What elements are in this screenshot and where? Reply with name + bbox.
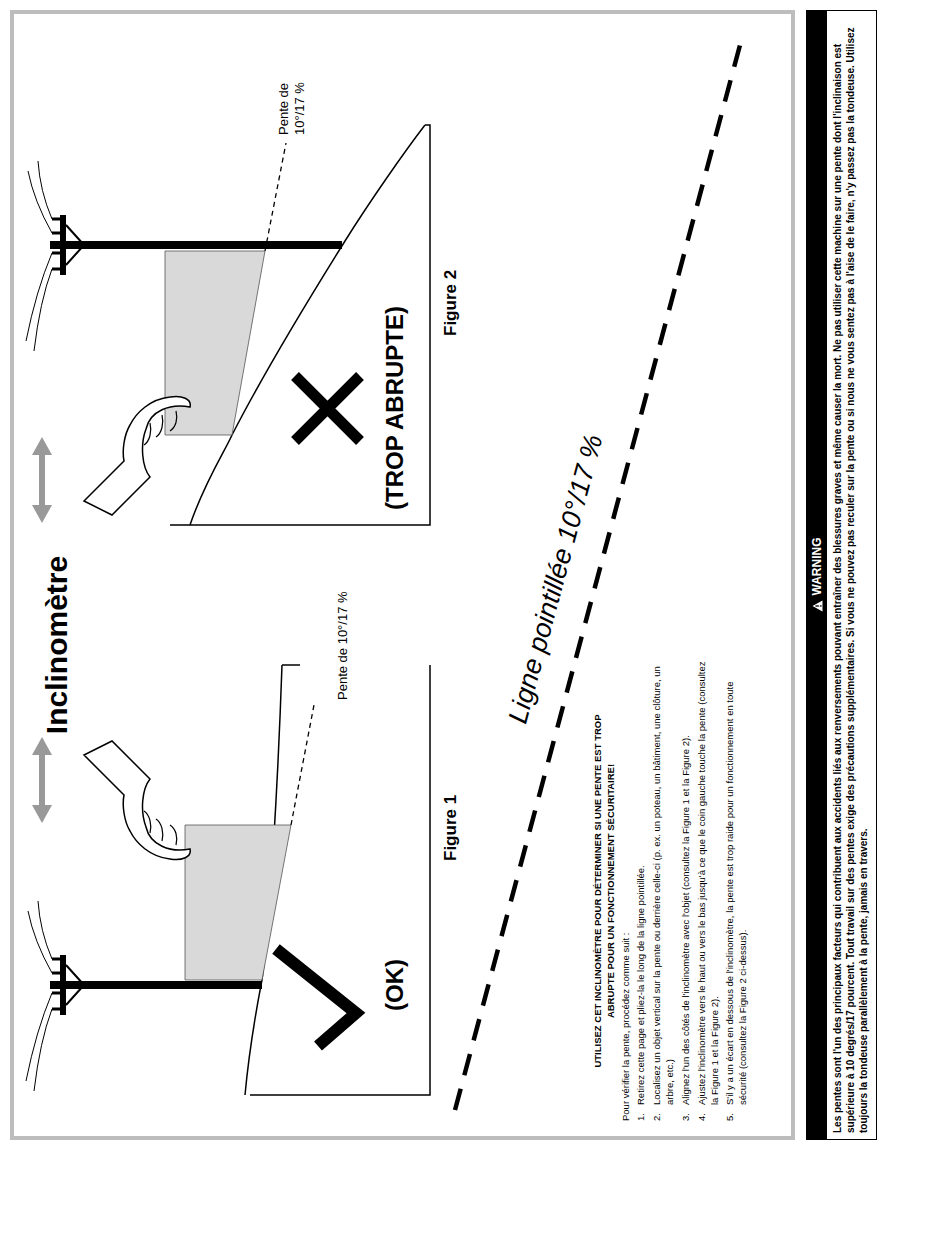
inclinometer-page bbox=[185, 825, 291, 980]
step-text: Alignez l'un des côtés de l'inclinomètre… bbox=[680, 661, 693, 1105]
step-number: 4. bbox=[696, 1105, 722, 1121]
insulators bbox=[52, 959, 60, 1009]
brace bbox=[66, 965, 84, 1005]
step-text: S'il y a un écart en dessous de l'inclin… bbox=[724, 661, 750, 1105]
hand bbox=[84, 396, 190, 515]
hand bbox=[84, 741, 190, 860]
step-text: Retirez cette page et pliez-la le long d… bbox=[635, 661, 648, 1105]
warning-title: WARNING bbox=[810, 538, 824, 596]
slope-dash bbox=[291, 705, 314, 825]
instructions: UTILISEZ CET INCLINOMÈTRE POUR DÉTERMINE… bbox=[592, 661, 750, 1121]
step-row: 4.Ajustez l'inclinomètre vers le haut ou… bbox=[696, 661, 722, 1121]
warning-triangle bbox=[812, 601, 823, 613]
warning-header: WARNING bbox=[807, 11, 827, 1139]
step-number: 3. bbox=[680, 1105, 693, 1121]
warning-text: Les pentes sont l'un des principaux fact… bbox=[827, 11, 876, 1139]
step-text: Ajustez l'inclinomètre vers le haut ou v… bbox=[696, 661, 722, 1105]
slope-label: Pente de 10°/17 % bbox=[276, 71, 309, 135]
figure-caption: Figure 1 bbox=[440, 795, 461, 861]
figure-frame bbox=[282, 664, 300, 666]
step-row: 1.Retirez cette page et pliez-la le long… bbox=[635, 661, 648, 1121]
wires bbox=[26, 161, 52, 351]
move-arrow bbox=[32, 737, 52, 823]
result-label: (TROP ABRUPTE) bbox=[380, 306, 410, 510]
brace bbox=[66, 225, 84, 265]
x-mark bbox=[295, 376, 360, 441]
crossarm bbox=[60, 215, 66, 275]
pole bbox=[50, 241, 342, 249]
step-row: 5.S'il y a un écart en dessous de l'incl… bbox=[724, 661, 750, 1121]
step-number: 1. bbox=[635, 1105, 648, 1121]
slope-dash bbox=[265, 143, 286, 251]
step-text: Localisez un objet vertical sur la pente… bbox=[651, 661, 677, 1105]
step-row: 3.Alignez l'un des côtés de l'inclinomèt… bbox=[680, 661, 693, 1121]
result-label: (OK) bbox=[380, 959, 410, 1011]
warning-band: WARNINGLes pentes sont l'un des principa… bbox=[806, 10, 877, 1140]
insulators bbox=[52, 219, 60, 269]
instructions-intro: Pour vérifier la pente, procédez comme s… bbox=[620, 661, 633, 1121]
check-mark bbox=[276, 949, 356, 1046]
slope-label: Pente de 10°/17 % bbox=[335, 591, 351, 700]
step-row: 2.Localisez un objet vertical sur la pen… bbox=[651, 661, 677, 1121]
crossarm bbox=[60, 955, 66, 1015]
page-frame bbox=[12, 12, 793, 1138]
step-number: 2. bbox=[651, 1105, 677, 1121]
move-arrow bbox=[32, 437, 52, 523]
inclinometer-page bbox=[165, 251, 265, 435]
step-number: 5. bbox=[724, 1105, 750, 1121]
fold-line-label: Ligne pointillée 10°/17 % bbox=[501, 426, 611, 731]
instructions-heading: UTILISEZ CET INCLINOMÈTRE POUR DÉTERMINE… bbox=[592, 661, 618, 1121]
wires bbox=[26, 901, 52, 1091]
page-title: Inclinomètre bbox=[40, 445, 74, 845]
figure-caption: Figure 2 bbox=[440, 270, 461, 336]
